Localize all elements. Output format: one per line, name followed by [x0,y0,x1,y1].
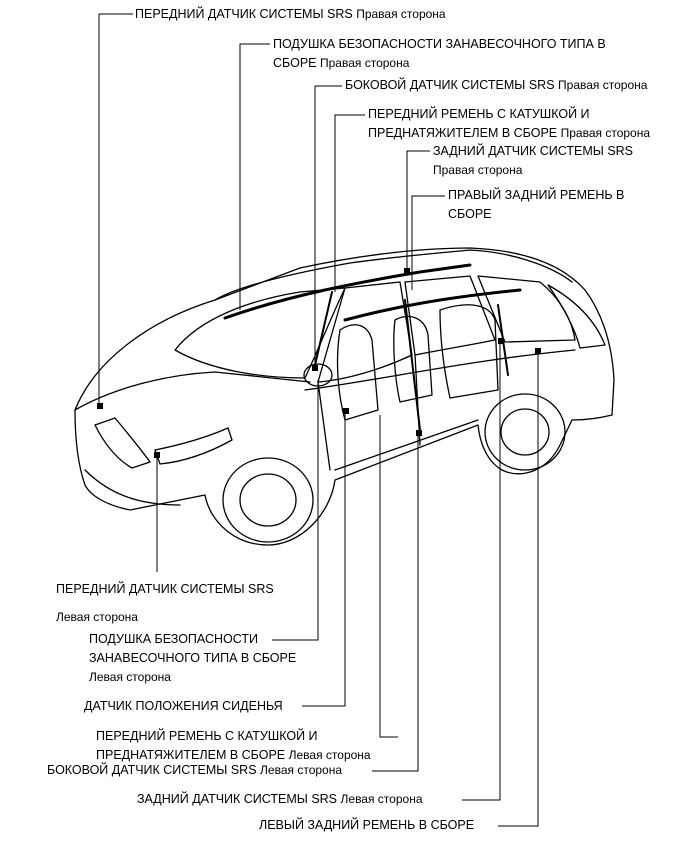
label-rear-sensor-left: ЗАДНИЙ ДАТЧИК СИСТЕМЫ SRS Левая сторона [137,790,423,809]
label-curtain-airbag-left-line2: ЗАНАВЕСОЧНОГО ТИПА В СБОРЕ [89,651,297,665]
label-front-sensor-left-side: Левая сторона [56,610,138,624]
label-front-belt-right: ПЕРЕДНИЙ РЕМЕНЬ С КАТУШКОЙ И ПРЕДНАТЯЖИТ… [368,105,650,143]
front-door-window [317,281,413,383]
leader-rear-sensor-left [462,344,501,801]
grille [94,417,151,469]
label-rear-belt-left-main: ЛЕВЫЙ ЗАДНИЙ РЕМЕНЬ В СБОРЕ [259,818,475,832]
sill-line [334,419,479,471]
sensor-side-right-mark [312,365,318,371]
label-front-sensor-left: ПЕРЕДНИЙ ДАТЧИК СИСТЕМЫ SRS Левая сторон… [56,575,274,631]
label-side-sensor-right-main: БОКОВОЙ ДАТЧИК СИСТЕМЫ SRS [345,78,555,92]
rear-wheel-rim [500,408,550,456]
belt-line [304,349,576,391]
label-front-belt-right-line1: ПЕРЕДНИЙ РЕМЕНЬ С КАТУШКОЙ И [368,107,590,121]
label-rear-sensor-right: ЗАДНИЙ ДАТЧИК СИСТЕМЫ SRS Правая сторона [433,142,633,180]
label-side-sensor-right-side: Правая сторона [558,78,648,92]
label-curtain-airbag-left-line1: ПОДУШКА БЕЗОПАСНОСТИ [89,632,258,646]
label-curtain-airbag-right-line2: СБОРЕ [273,56,317,70]
label-front-belt-right-side: Правая сторона [560,126,651,140]
label-front-belt-left-line2: ПРЕДНАТЯЖИТЕЛЕМ В СБОРЕ [96,748,286,762]
leader-seat-sensor [302,414,346,707]
label-front-sensor-right-side: Правая сторона [356,7,446,21]
label-seat-position-sensor-main: ДАТЧИК ПОЛОЖЕНИЯ СИДЕНЬЯ [84,699,283,713]
label-front-sensor-right: ПЕРЕДНИЙ ДАТЧИК СИСТЕМЫ SRS Правая сторо… [135,5,446,24]
label-side-sensor-left-main: БОКОВОЙ ДАТЧИК СИСТЕМЫ SRS [47,763,257,777]
roof-line [214,249,573,301]
label-side-sensor-right: БОКОВОЙ ДАТЧИК СИСТЕМЫ SRS Правая сторон… [345,76,647,95]
label-rear-belt-left: ЛЕВЫЙ ЗАДНИЙ РЕМЕНЬ В СБОРЕ [259,816,474,835]
rear-door-window [404,275,496,356]
curtain-airbag-right-shape [223,263,472,320]
headlight [154,427,233,465]
leader-side-sensor-right [314,85,342,365]
label-front-belt-left: ПЕРЕДНИЙ РЕМЕНЬ С КАТУШКОЙ И ПРЕДНАТЯЖИТ… [96,727,371,765]
sensor-side-left-mark [416,430,422,436]
label-rear-sensor-left-side: Левая сторона [340,792,423,806]
seat-sensor-mark [343,408,349,414]
front-seat-left [393,315,433,403]
leader-curtain-right [239,43,270,310]
leader-curtain-left [272,380,319,641]
car-body-outline [74,247,615,546]
sensor-rear-left-mark [498,338,504,344]
label-front-sensor-left-main: ПЕРЕДНИЙ ДАТЧИК СИСТЕМЫ SRS [56,582,274,596]
front-bumper [84,469,181,506]
leader-front-sensor-right [98,13,133,403]
front-seat [336,324,379,421]
label-front-sensor-right-main: ПЕРЕДНИЙ ДАТЧИК СИСТЕМЫ SRS [135,7,353,21]
front-wheel-rim [239,473,297,527]
label-front-belt-left-line1: ПЕРЕДНИЙ РЕМЕНЬ С КАТУШКОЙ И [96,729,318,743]
sensor-front-left-mark [154,452,160,458]
rear-seat [439,304,499,399]
label-curtain-airbag-right-side: Правая сторона [319,56,410,70]
front-wheel [222,457,314,543]
leader-rear-sensor-right [406,150,430,268]
leader-rear-belt-left [498,354,539,827]
sensor-rear-right-mark [404,268,410,274]
label-rear-sensor-left-main: ЗАДНИЙ ДАТЧИК СИСТЕМЫ SRS [137,792,338,806]
rear-belt-left-mark [535,348,541,354]
label-rear-belt-right-line2: СБОРЕ [448,207,492,221]
label-rear-sensor-right-main: ЗАДНИЙ ДАТЧИК СИСТЕМЫ SRS [433,144,634,158]
label-curtain-airbag-left: ПОДУШКА БЕЗОПАСНОСТИ ЗАНАВЕСОЧНОГО ТИПА … [89,630,296,687]
label-rear-belt-right: ПРАВЫЙ ЗАДНИЙ РЕМЕНЬ В СБОРЕ [448,186,624,224]
label-side-sensor-left: БОКОВОЙ ДАТЧИК СИСТЕМЫ SRS Левая сторона [47,761,342,780]
label-curtain-airbag-right-line1: ПОДУШКА БЕЗОПАСНОСТИ ЗАНАВЕСОЧНОГО ТИПА … [273,37,606,51]
rear-wheel [484,393,566,471]
windshield [174,287,346,379]
label-curtain-airbag-right: ПОДУШКА БЕЗОПАСНОСТИ ЗАНАВЕСОЧНОГО ТИПА … [273,35,606,73]
leader-rear-belt-right [411,195,445,290]
leader-front-belt-left [379,415,398,738]
sensor-front-right-mark [97,403,103,409]
label-front-belt-right-line2: ПРЕДНАТЯЖИТЕЛЕМ В СБОРЕ [368,126,558,140]
label-rear-belt-right-line1: ПРАВЫЙ ЗАДНИЙ РЕМЕНЬ В [448,188,625,202]
front-belt-left-shape [404,299,421,431]
leader-side-sensor-left [372,436,419,772]
label-seat-position-sensor: ДАТЧИК ПОЛОЖЕНИЯ СИДЕНЬЯ [84,697,283,716]
front-belt-right-shape [314,291,333,366]
bonnet [74,371,311,411]
leader-front-belt-right [334,114,365,292]
label-curtain-airbag-left-side: Левая сторона [89,670,171,684]
label-front-belt-left-side: Левая сторона [288,748,371,762]
door-line [317,381,331,471]
label-side-sensor-left-side: Левая сторона [260,763,343,777]
curtain-airbag-left-shape [343,288,522,322]
rear-window [547,284,606,349]
label-rear-sensor-right-side: Правая сторона [433,163,523,177]
